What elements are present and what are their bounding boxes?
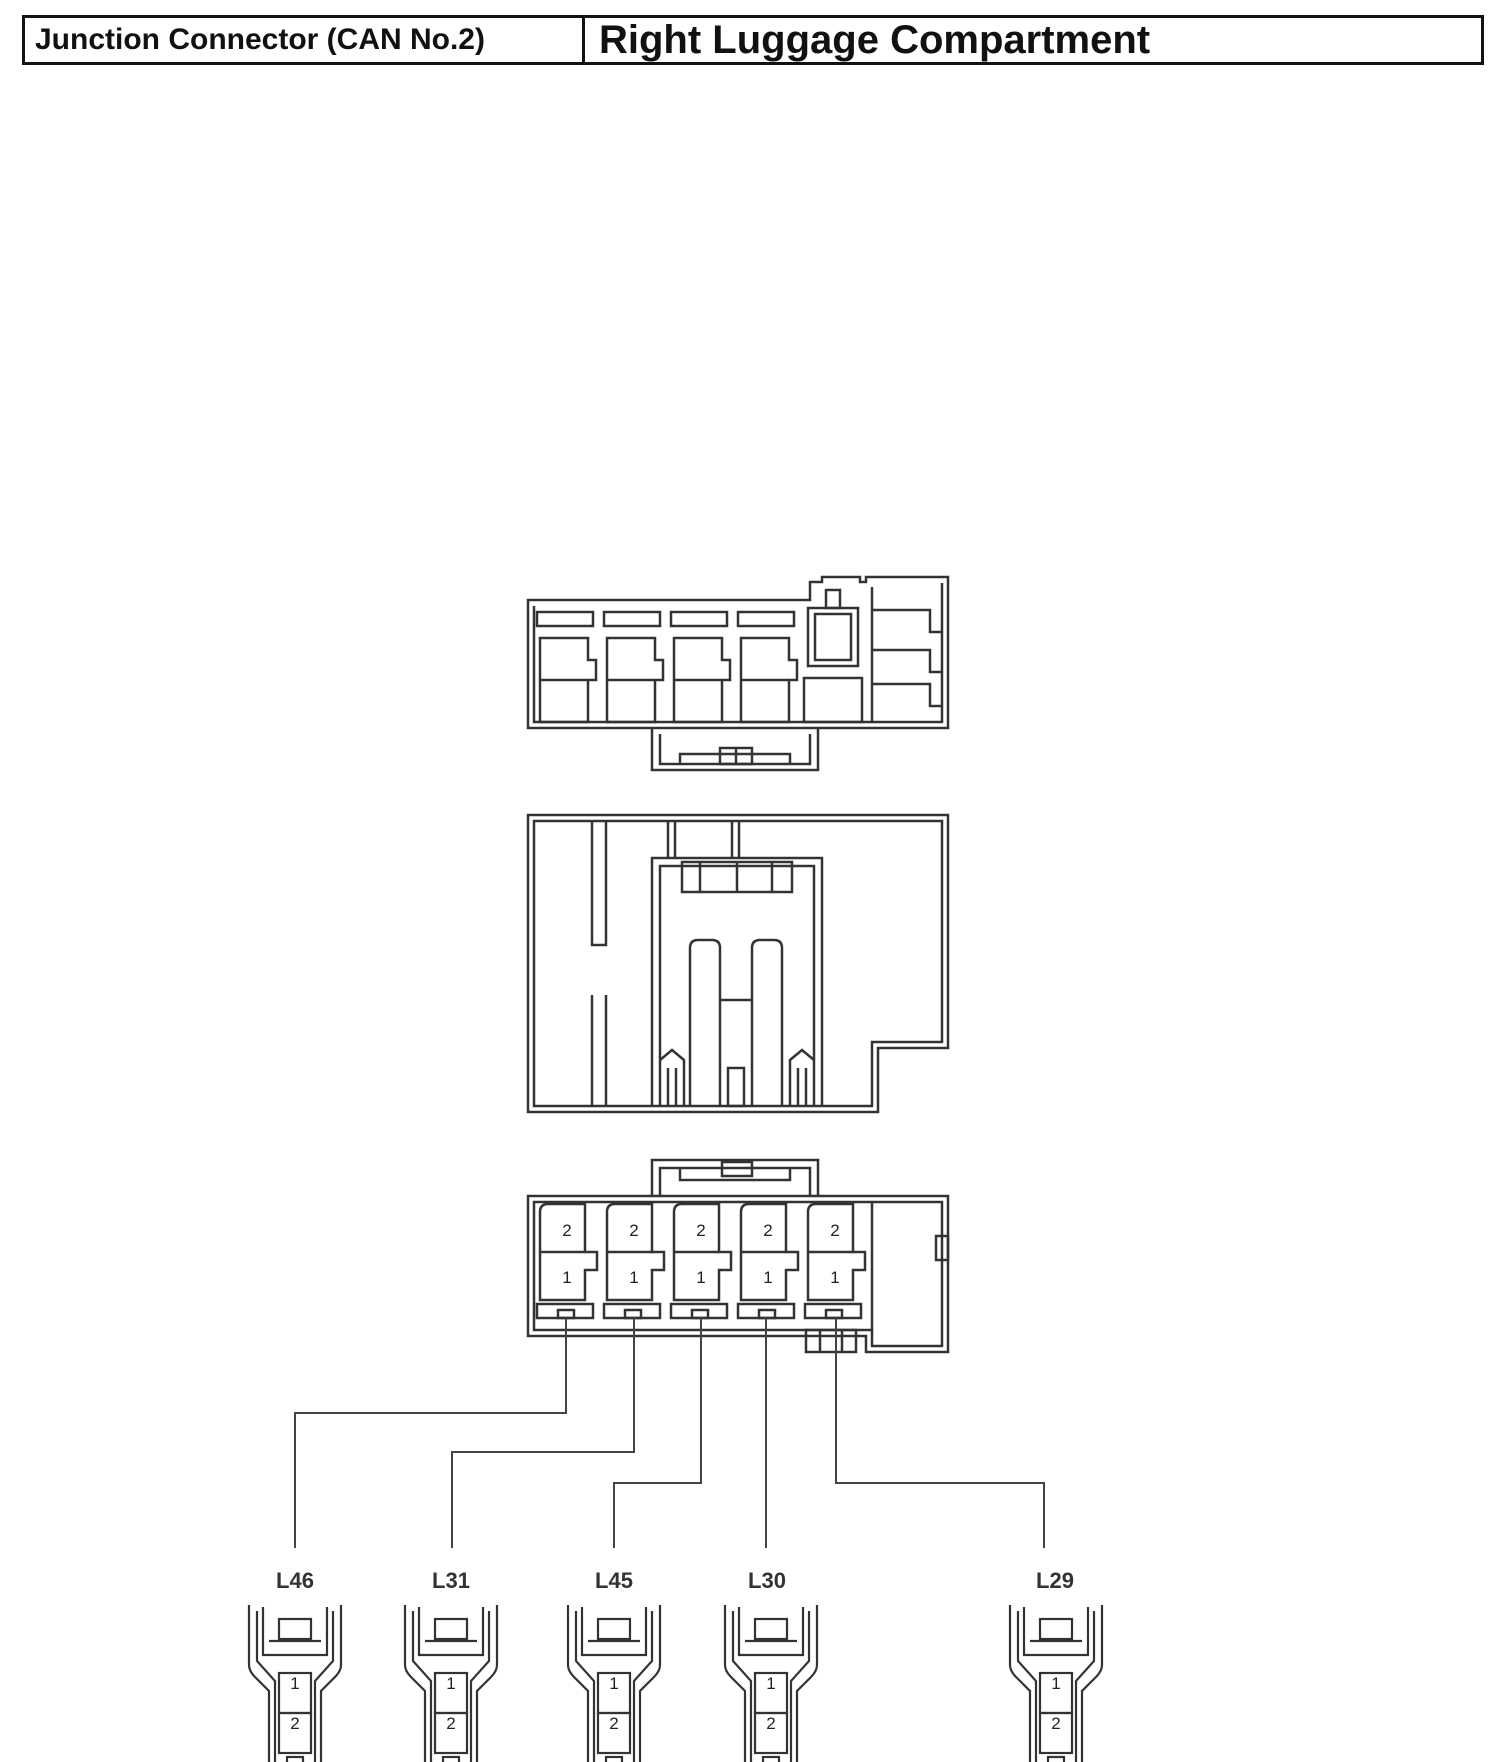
front-pin-numbers: 2 1 2 1 2 1 2 1 2 1 [562, 1221, 839, 1287]
location-name: Right Luggage Compartment [599, 17, 1151, 62]
branch-labels: L46 L31 L45 L30 L29 [276, 1568, 1074, 1593]
pin-number: 2 [609, 1714, 618, 1733]
branch-label: L46 [276, 1568, 314, 1593]
connector-name: Junction Connector (CAN No.2) [25, 18, 585, 62]
pin-number: 2 [446, 1714, 455, 1733]
pin-number: 1 [446, 1674, 455, 1693]
pin-number: 2 [766, 1714, 775, 1733]
pin-number: 1 [290, 1674, 299, 1693]
branch-label: L45 [595, 1568, 633, 1593]
leader-lines [294, 1318, 1045, 1548]
pin-number: 1 [763, 1268, 772, 1287]
leader-line-l29 [835, 1318, 1045, 1548]
branch-pin-numbers: 1 2 1 2 1 2 1 2 1 2 [290, 1674, 1060, 1733]
branch-label: L31 [432, 1568, 470, 1593]
pin-number: 2 [696, 1221, 705, 1240]
top-cavity [669, 610, 732, 724]
front-view-connector [526, 1158, 950, 1354]
front-cavities [535, 1202, 867, 1320]
front-cavity [736, 1202, 800, 1320]
branch-connectors [247, 1603, 1104, 1762]
pin-number: 1 [766, 1674, 775, 1693]
leader-line-l45 [613, 1318, 702, 1548]
branch-label: L29 [1036, 1568, 1074, 1593]
pin-number: 1 [696, 1268, 705, 1287]
top-cavity [736, 610, 799, 724]
front-cavity [602, 1202, 666, 1320]
top-view-connector [526, 575, 950, 772]
top-cavity [535, 610, 598, 724]
pin-number: 1 [562, 1268, 571, 1287]
pin-number: 2 [562, 1221, 571, 1240]
pin-number: 1 [629, 1268, 638, 1287]
pin-number: 1 [609, 1674, 618, 1693]
pin-number: 2 [763, 1221, 772, 1240]
pin-number: 2 [290, 1714, 299, 1733]
side-view-connector [526, 813, 950, 1114]
pin-number: 2 [629, 1221, 638, 1240]
pin-number: 1 [830, 1268, 839, 1287]
header-table: Junction Connector (CAN No.2) Right Lugg… [22, 15, 1484, 65]
pin-number: 2 [1051, 1714, 1060, 1733]
pin-number: 2 [830, 1221, 839, 1240]
branch-label: L30 [748, 1568, 786, 1593]
pin-number: 1 [1051, 1674, 1060, 1693]
top-cavity [602, 610, 665, 724]
leader-line-l46 [294, 1318, 567, 1548]
leader-line-l31 [451, 1318, 635, 1548]
front-cavity [803, 1202, 867, 1320]
